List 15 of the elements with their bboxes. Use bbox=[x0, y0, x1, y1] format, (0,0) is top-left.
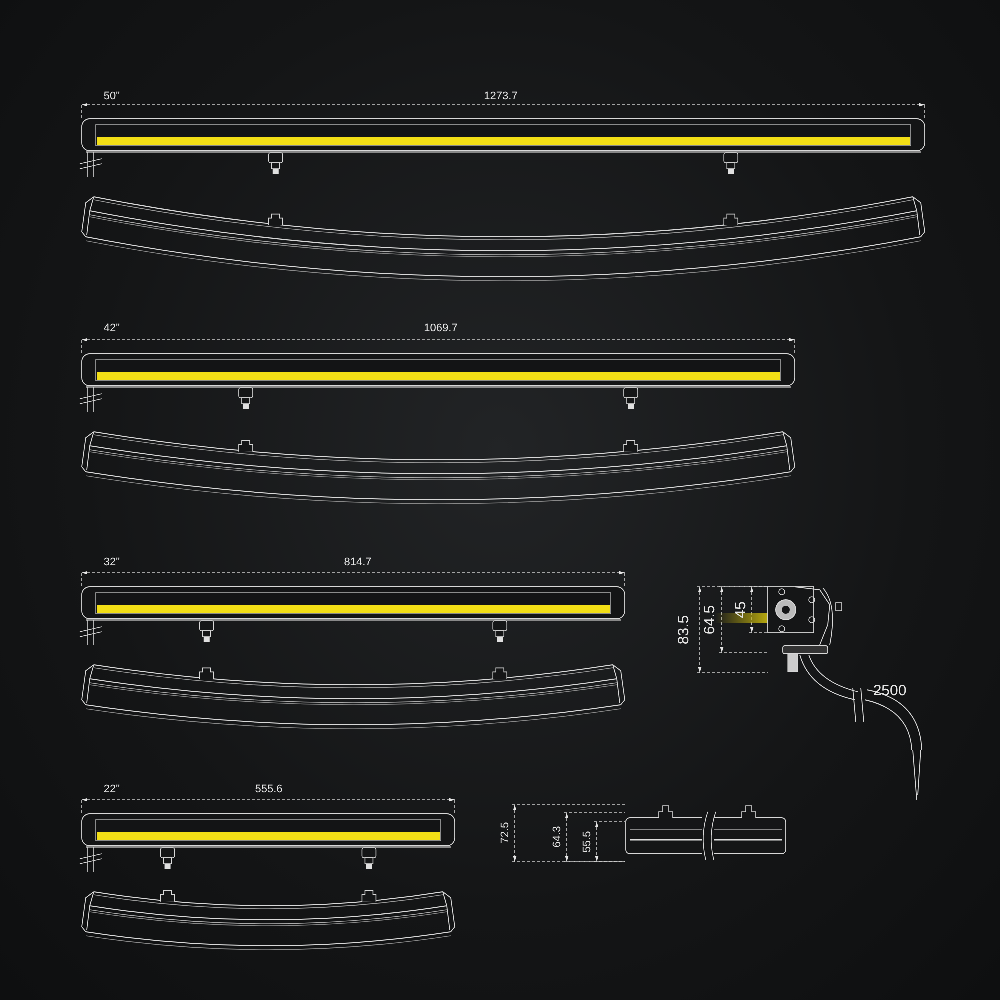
dimension-label: 32" bbox=[104, 558, 120, 568]
dimension-label: 64.3 bbox=[552, 826, 564, 848]
dimension-label: 64.5 bbox=[702, 605, 718, 635]
dimension-label: 2500 bbox=[873, 684, 907, 698]
dimension-label: 83.5 bbox=[676, 615, 692, 645]
dimension-label: 22" bbox=[104, 784, 120, 796]
dimension-label: 1273.7 bbox=[484, 92, 518, 102]
dimension-label: 1069.7 bbox=[424, 324, 458, 334]
dimension-label: 72.5 bbox=[500, 822, 512, 844]
dimension-label: 55.5 bbox=[582, 831, 594, 853]
dimension-label: 45 bbox=[734, 602, 748, 618]
dimension-label: 814.7 bbox=[344, 558, 372, 568]
dimension-label: 42" bbox=[104, 324, 120, 334]
dimension-label: 50" bbox=[104, 92, 120, 102]
dimension-label: 555.6 bbox=[255, 784, 283, 796]
